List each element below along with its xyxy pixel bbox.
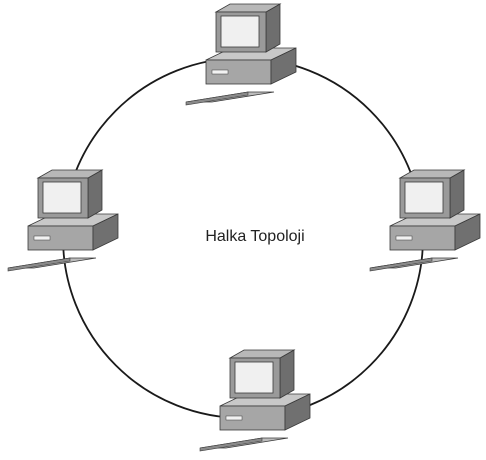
desktop-computer-icon [369,169,481,272]
topology-label: Halka Topoloji [205,228,304,245]
computer-node-right [369,169,481,272]
computer-node-top [185,3,297,106]
computer-node-bottom [199,349,311,452]
desktop-computer-icon [199,349,311,452]
desktop-computer-icon [185,3,297,106]
